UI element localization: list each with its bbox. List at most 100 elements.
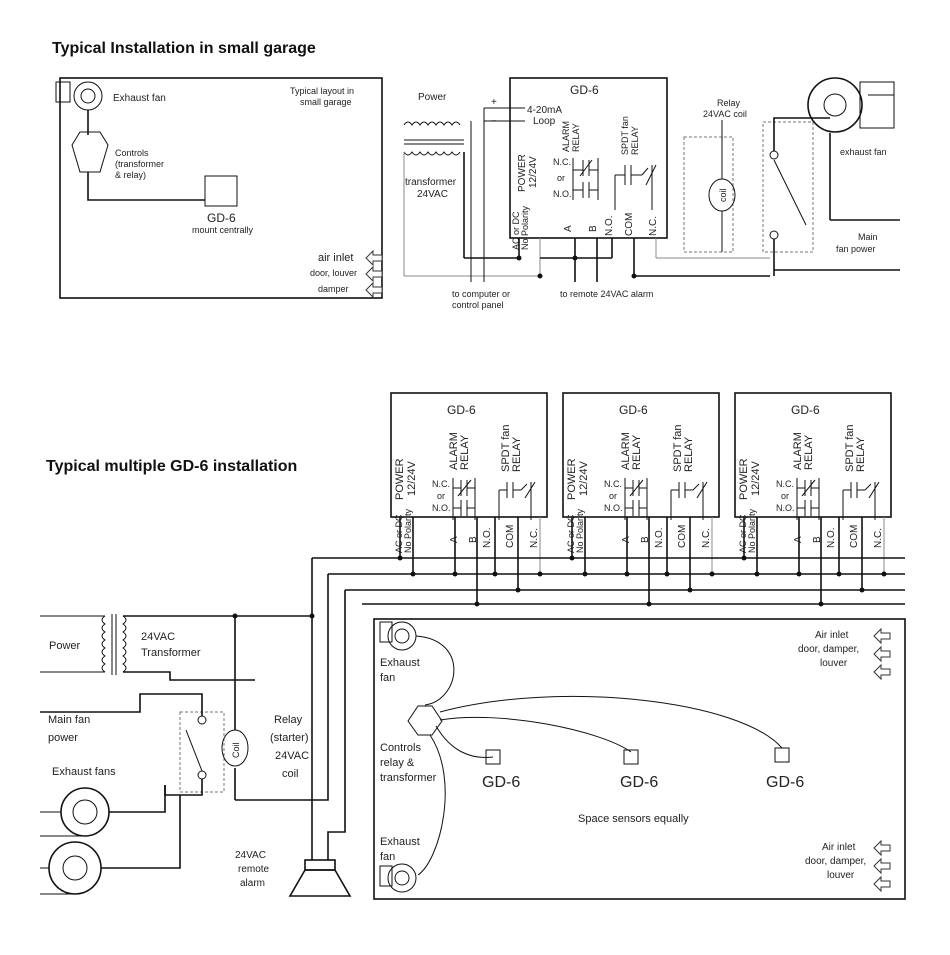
unit-no-label: N.O. — [432, 503, 451, 513]
room-exhaust-fan-icon — [379, 863, 417, 893]
top-air-inlet-3: damper — [318, 284, 349, 294]
top-power-label: Power — [418, 92, 447, 103]
unit-power-label: POWER — [738, 458, 750, 500]
alarm-contact-icon — [796, 478, 820, 520]
unit-no-label: N.O. — [776, 503, 795, 513]
top-section-title: Typical Installation in small garage — [52, 40, 316, 57]
top-main-fan-power-1: Main — [858, 232, 878, 242]
air-inlet-arrow-icon — [365, 250, 383, 266]
room-air-inlet-top-1: Air inlet — [815, 630, 849, 641]
unit-nc-label: N.C. — [432, 479, 450, 489]
unit-acdc-1: AC or DC — [566, 514, 576, 553]
air-inlet-arrow-icon — [873, 840, 891, 856]
room-exhaust-fan-2b: fan — [380, 851, 395, 863]
garage-outline — [59, 77, 383, 299]
unit-acdc-2: No Polarity — [747, 508, 757, 553]
exhaust-fan-icon — [40, 841, 102, 895]
remote-alarm-label-3: alarm — [240, 878, 265, 889]
loop-plus: + — [491, 97, 497, 108]
room-layout: Exhaust fan Controls relay & transformer… — [373, 618, 906, 900]
unit-term-nc: N.C. — [701, 528, 712, 548]
room-controls-1: Controls — [380, 742, 421, 754]
unit-term-no: N.O. — [482, 527, 493, 548]
top-controls-label-3: & relay) — [115, 170, 146, 180]
transformer-coil-icon — [403, 121, 461, 126]
top-gd6-device-box — [509, 77, 668, 239]
alarm-contact-icon — [572, 158, 599, 200]
unit-power-label-2: 12/24V — [750, 460, 762, 496]
room-controls-icon — [407, 705, 443, 736]
unit-term-b: B — [812, 536, 823, 543]
loop-label-1: 4-20mA — [527, 105, 562, 116]
top-exhaust-fan-right-label: exhaust fan — [840, 147, 887, 157]
room-exhaust-fan-2a: Exhaust — [380, 836, 420, 848]
unit-power-label: POWER — [566, 458, 578, 500]
computer-label-2: control panel — [452, 300, 504, 310]
top-power-transformer: Power transformer 24VAC — [403, 92, 540, 277]
unit-term-b: B — [468, 536, 479, 543]
room-gd6-sensor-icon — [774, 747, 790, 763]
room-air-inlet-bottom-1: Air inlet — [822, 842, 856, 853]
air-inlet-arrow-icon — [873, 628, 891, 644]
room-air-inlet-bottom-3: louver — [827, 870, 855, 881]
unit-acdc-2: No Polarity — [403, 508, 413, 553]
relay-label-4: coil — [282, 768, 299, 780]
remote-alarm-label-1: 24VAC — [235, 850, 266, 861]
top-main-fan-power-2: fan power — [836, 244, 876, 254]
gd6-unit-box — [734, 392, 892, 518]
unit-term-com: COM — [505, 525, 516, 548]
room-gd6-sensor-icon — [485, 749, 501, 765]
room-air-inlet-top-3: louver — [820, 658, 848, 669]
relay-label-2: (starter) — [270, 732, 309, 744]
top-term-nc: N.C. — [648, 216, 659, 236]
top-exhaust-fan-label: Exhaust fan — [113, 93, 166, 104]
top-controls-label-2: (transformer — [115, 159, 164, 169]
relay-coil-label-2: 24VAC coil — [703, 109, 747, 119]
bottom-coil-text: Coil — [231, 742, 241, 758]
room-controls-3: transformer — [380, 772, 437, 784]
top-spdt-1: SPDT fan — [620, 116, 630, 155]
gd6-unit-box — [562, 392, 720, 518]
bottom-section-title: Typical multiple GD-6 installation — [46, 458, 297, 475]
top-spdt-2: RELAY — [630, 126, 640, 155]
top-nc-label: N.C. — [553, 157, 571, 167]
top-acdc-2: No Polarity — [520, 205, 530, 250]
unit-or-label: or — [437, 491, 445, 501]
top-term-a: A — [563, 225, 574, 232]
unit-spdt-2: RELAY — [855, 436, 867, 472]
relay-label-1: Relay — [274, 714, 303, 726]
air-inlet-arrow-icon — [365, 266, 383, 282]
unit-term-nc: N.C. — [873, 528, 884, 548]
exhaust-fan-icon — [40, 787, 110, 837]
alarm-contact-icon — [624, 478, 648, 520]
unit-alarm-relay-1: ALARM — [620, 432, 632, 470]
air-inlet-arrow-icon — [873, 646, 891, 662]
air-inlet-arrow-icon — [365, 282, 383, 298]
top-term-b: B — [588, 225, 599, 232]
unit-term-nc: N.C. — [529, 528, 540, 548]
top-transformer-label-1: transformer — [405, 177, 457, 188]
top-gd6-sensor-icon — [204, 175, 238, 207]
room-exhaust-fan-icon — [379, 621, 417, 651]
bottom-relay-starter: Coil Main fan power Relay (starter) 24VA… — [40, 693, 309, 796]
unit-alarm-relay-2: RELAY — [459, 434, 471, 470]
main-fan-power-1: Main fan — [48, 714, 90, 726]
bottom-transformer-label-1: 24VAC — [141, 631, 175, 643]
bottom-coil-icon — [221, 729, 249, 767]
top-power-12-24-label: POWER — [517, 154, 528, 192]
exhaust-fans-label: Exhaust fans — [52, 766, 116, 778]
unit-term-b: B — [640, 536, 651, 543]
top-term-no: N.O. — [604, 215, 615, 236]
unit-alarm-relay-2: RELAY — [803, 434, 815, 470]
unit-spdt-2: RELAY — [511, 436, 523, 472]
relay-label-3: 24VAC — [275, 750, 309, 762]
transformer-coil-icon — [101, 615, 106, 673]
unit-spdt-1: SPDT fan — [500, 425, 512, 473]
alarm-contact-icon — [452, 478, 476, 520]
exhaust-fans-group: Exhaust fans — [40, 766, 181, 895]
unit-nc-label: N.C. — [604, 479, 622, 489]
room-gd6-sensor-icon — [623, 749, 639, 765]
remote-alarm-label: to remote 24VAC alarm — [560, 289, 653, 299]
relay-dashed-outline — [683, 136, 734, 253]
